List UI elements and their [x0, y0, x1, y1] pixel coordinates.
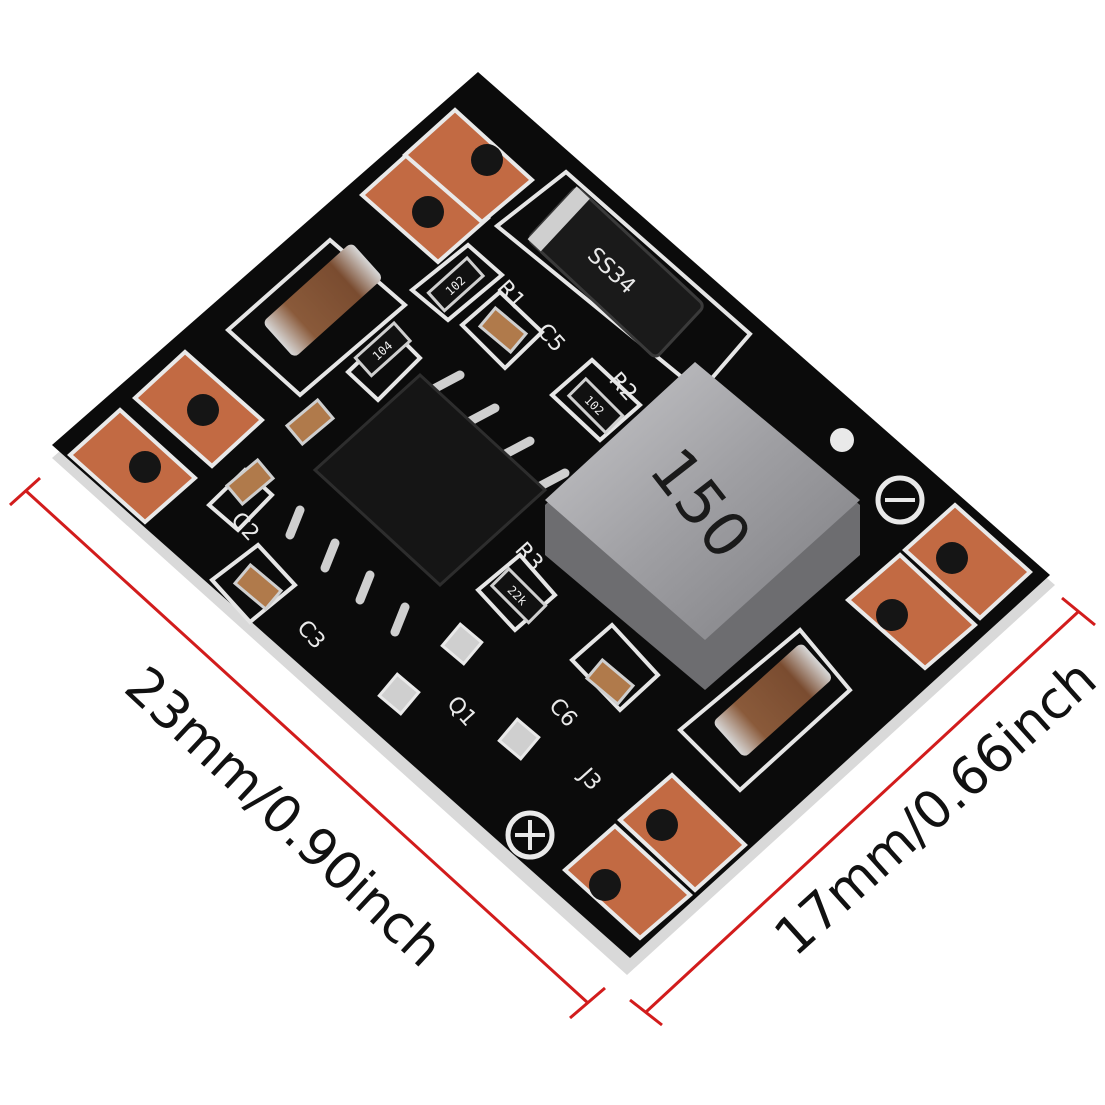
diode-ss34: SS34 — [527, 186, 704, 358]
pad-top-2 — [401, 107, 536, 225]
smd-components: 102 104 102 22k — [224, 255, 636, 707]
pad-bottom-1 — [617, 772, 748, 893]
q1-pads — [377, 622, 541, 761]
copper-pads-left — [67, 107, 536, 525]
mounting-mark-right — [875, 475, 925, 525]
pad-left-2 — [132, 349, 265, 469]
pad-right-1 — [902, 502, 1033, 621]
ic-chip — [285, 370, 570, 637]
capacitor-output — [714, 644, 831, 756]
capacitor-input — [264, 244, 381, 356]
pad-left-1 — [67, 407, 199, 525]
mounting-mark-bottom — [505, 810, 555, 860]
dimension-width — [629, 596, 1096, 1027]
pad-bottom-2 — [561, 823, 694, 941]
copper-pads-right — [561, 502, 1033, 941]
ic-pins-bottom — [285, 505, 410, 637]
mounting-mark-top — [830, 428, 854, 452]
inductor: 150 — [545, 362, 860, 690]
dimension-length — [8, 476, 606, 1020]
pad-right-2 — [844, 552, 978, 671]
